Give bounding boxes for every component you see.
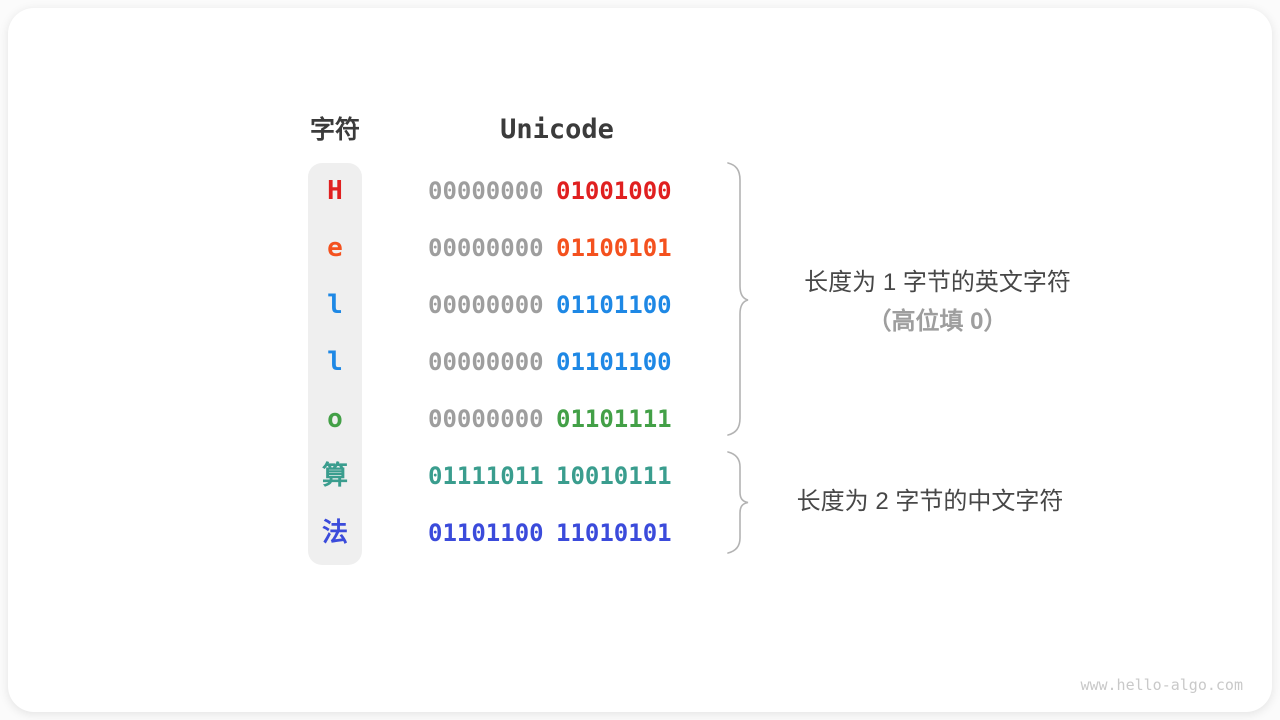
watermark: www.hello-algo.com — [1080, 676, 1243, 694]
figure-card — [8, 8, 1272, 712]
character-cell: 算 — [321, 461, 348, 491]
encoding-row: 算 01111011 10010111 — [0, 448, 1280, 505]
high-byte-value: 00000000 — [428, 177, 544, 205]
encoding-row: o 00000000 01101111 — [0, 391, 1280, 448]
unicode-column-header: Unicode — [500, 114, 614, 145]
annotation-1byte-line1: 长度为 1 字节的英文字符 — [804, 269, 1071, 296]
low-byte-value: 11010101 — [556, 519, 672, 547]
low-byte-value: 01100101 — [556, 234, 672, 262]
annotation-1byte-line2: （高位填 0） — [867, 308, 1008, 335]
annotation-1byte-group: 长度为 1 字节的英文字符 （高位填 0） — [765, 268, 1110, 337]
character-cell: o — [327, 404, 343, 434]
brace-1byte-group — [727, 162, 749, 436]
annotation-2byte-group: 长度为 2 字节的中文字符 — [796, 488, 1064, 515]
high-byte-value: 01111011 — [428, 462, 544, 490]
low-byte-value: 01101100 — [556, 348, 672, 376]
low-byte-value: 01101100 — [556, 291, 672, 319]
high-byte-value: 00000000 — [428, 405, 544, 433]
encoding-row: 法 01101100 11010101 — [0, 505, 1280, 562]
char-column-header: 字符 — [309, 116, 360, 144]
low-byte-value: 01001000 — [556, 177, 672, 205]
character-cell: e — [327, 233, 343, 263]
high-byte-value: 00000000 — [428, 348, 544, 376]
character-cell: l — [327, 290, 343, 320]
high-byte-value: 00000000 — [428, 291, 544, 319]
character-cell: l — [327, 347, 343, 377]
character-cell: H — [327, 176, 343, 206]
high-byte-value: 00000000 — [428, 234, 544, 262]
low-byte-value: 01101111 — [556, 405, 672, 433]
high-byte-value: 01101100 — [428, 519, 544, 547]
encoding-row: l 00000000 01101100 — [0, 334, 1280, 391]
brace-2byte-group — [727, 451, 749, 554]
encoding-row: l 00000000 01101100 — [0, 277, 1280, 334]
low-byte-value: 10010111 — [556, 462, 672, 490]
encoding-rows: H 00000000 01001000 e 00000000 01100101 … — [0, 163, 1280, 562]
char-column-background — [308, 163, 362, 565]
character-cell: 法 — [321, 518, 348, 548]
encoding-row: e 00000000 01100101 — [0, 220, 1280, 277]
encoding-row: H 00000000 01001000 — [0, 163, 1280, 220]
